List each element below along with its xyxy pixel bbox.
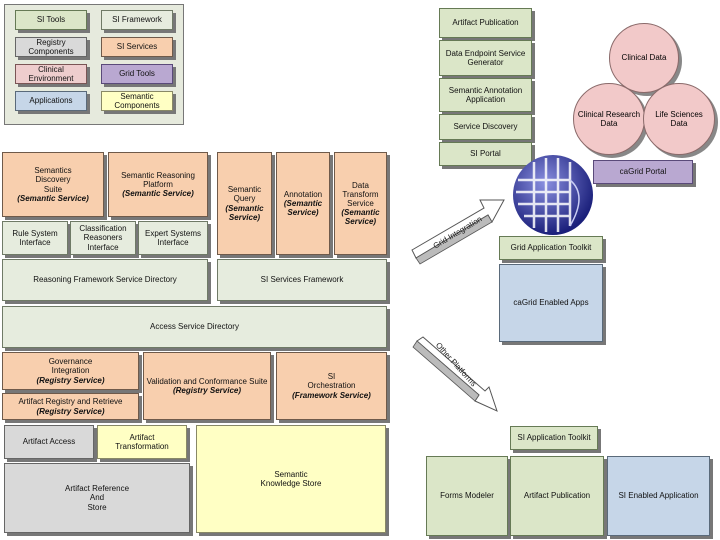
legend-semantic-components: Semantic Components (101, 91, 173, 111)
governance-integration: Governance Integration(Registry Service) (2, 352, 139, 390)
artifact-access: Artifact Access (4, 425, 94, 459)
legend-si-services: SI Services (101, 37, 173, 57)
rule-system-interface: Rule System Interface (2, 221, 68, 255)
annotation-service: Annotation(Semantic Service) (276, 152, 330, 255)
classification-reasoners-interface: Classification Reasoners Interface (70, 221, 136, 255)
grid-application-toolkit: Grid Application Toolkit (499, 236, 603, 260)
cagrid-portal: caGrid Portal (593, 160, 693, 184)
semantics-discovery-suite: Semantics Discovery Suite(Semantic Servi… (2, 152, 104, 217)
validation-and-conformance-suite: Validation and Conformance Suite(Registr… (143, 352, 271, 420)
expert-systems-interface: Expert Systems Interface (138, 221, 208, 255)
legend-panel: SI Tools SI Framework Registry Component… (4, 4, 184, 125)
si-enabled-application: SI Enabled Application (607, 456, 710, 536)
legend-si-tools: SI Tools (15, 10, 87, 30)
si-application-toolkit: SI Application Toolkit (510, 426, 598, 450)
legend-si-framework: SI Framework (101, 10, 173, 30)
artifact-reference-and-store: Artifact Reference And Store (4, 463, 190, 533)
si-orchestration: SI Orchestration(Framework Service) (276, 352, 387, 420)
artifact-transformation: Artifact Transformation (97, 425, 187, 459)
other-platforms-arrow (412, 336, 498, 412)
clinical-data-circle: Clinical Data (609, 23, 679, 93)
artifact-publication-app: Artifact Publication (510, 456, 604, 536)
artifact-publication-tool: Artifact Publication (439, 8, 532, 38)
grid-globe-icon (513, 155, 593, 235)
si-portal: SI Portal (439, 142, 532, 166)
data-endpoint-service-generator: Data Endpoint Service Generator (439, 40, 532, 76)
forms-modeler: Forms Modeler (426, 456, 508, 536)
semantic-query-service: Semantic Query(Semantic Service) (217, 152, 272, 255)
legend-registry-components: Registry Components (15, 37, 87, 57)
semantic-reasoning-platform: Semantic Reasoning Platform(Semantic Ser… (108, 152, 208, 217)
semantic-annotation-application: Semantic Annotation Application (439, 78, 532, 112)
legend-clinical-environment: Clinical Environment (15, 64, 87, 84)
cagrid-enabled-apps: caGrid Enabled Apps (499, 264, 603, 342)
si-services-framework: SI Services Framework (217, 259, 387, 301)
reasoning-framework-service-directory: Reasoning Framework Service Directory (2, 259, 208, 301)
access-service-directory: Access Service Directory (2, 306, 387, 348)
semantic-knowledge-store: Semantic Knowledge Store (196, 425, 386, 533)
service-discovery-tool: Service Discovery (439, 114, 532, 140)
clinical-research-data-circle: Clinical Research Data (573, 83, 645, 155)
legend-applications: Applications (15, 91, 87, 111)
data-transform-service: Data Transform Service(Semantic Service) (334, 152, 387, 255)
life-sciences-data-circle: Life Sciences Data (643, 83, 715, 155)
grid-integration-arrow (411, 199, 505, 265)
legend-grid-tools: Grid Tools (101, 64, 173, 84)
artifact-registry-and-retrieve: Artifact Registry and Retrieve(Registry … (2, 393, 139, 420)
